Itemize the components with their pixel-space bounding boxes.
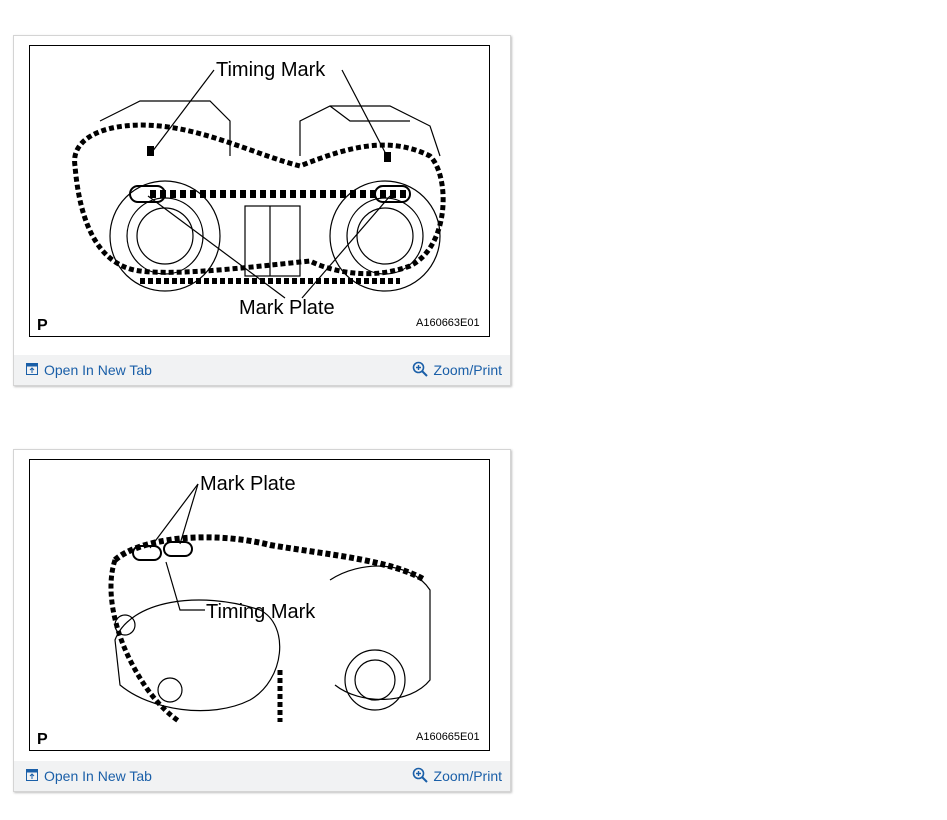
zoom-print-label: Zoom/Print	[433, 768, 502, 784]
figure-code: A160663E01	[416, 317, 480, 329]
figure-toolbar: Open In New Tab Zoom/Print	[14, 355, 510, 385]
figure-image-2[interactable]: Mark Plate Timing Mark P A160665E01	[29, 459, 490, 751]
zoom-print-button[interactable]: Zoom/Print	[412, 361, 502, 380]
open-in-new-tab-icon	[26, 768, 38, 784]
mark-plate-label: Mark Plate	[239, 297, 335, 319]
zoom-print-label: Zoom/Print	[433, 362, 502, 378]
view-letter: P	[37, 317, 48, 334]
view-letter: P	[37, 731, 48, 748]
open-in-new-tab-icon	[26, 362, 38, 378]
open-in-new-tab-button[interactable]: Open In New Tab	[26, 362, 152, 378]
zoom-in-icon	[412, 767, 428, 786]
open-in-new-tab-label: Open In New Tab	[44, 768, 152, 784]
timing-mark-label: Timing Mark	[216, 59, 326, 81]
figure-card-2: Mark Plate Timing Mark P A160665E01 Open…	[13, 449, 511, 792]
open-in-new-tab-label: Open In New Tab	[44, 362, 152, 378]
figure-code: A160665E01	[416, 731, 480, 743]
timing-mark-label: Timing Mark	[206, 601, 316, 623]
figure-image-1[interactable]: Timing Mark Mark Plate P A160663E01	[29, 45, 490, 337]
timing-chain-illustration-2: Mark Plate Timing Mark P A160665E01	[37, 473, 480, 748]
zoom-in-icon	[412, 361, 428, 380]
zoom-print-button[interactable]: Zoom/Print	[412, 767, 502, 786]
figure-toolbar: Open In New Tab Zoom/Print	[14, 761, 510, 791]
mark-plate-label: Mark Plate	[200, 473, 296, 495]
timing-chain-illustration-1: Timing Mark Mark Plate P A160663E01	[37, 59, 480, 334]
figure-card-1: Timing Mark Mark Plate P A160663E01 Open…	[13, 35, 511, 386]
open-in-new-tab-button[interactable]: Open In New Tab	[26, 768, 152, 784]
